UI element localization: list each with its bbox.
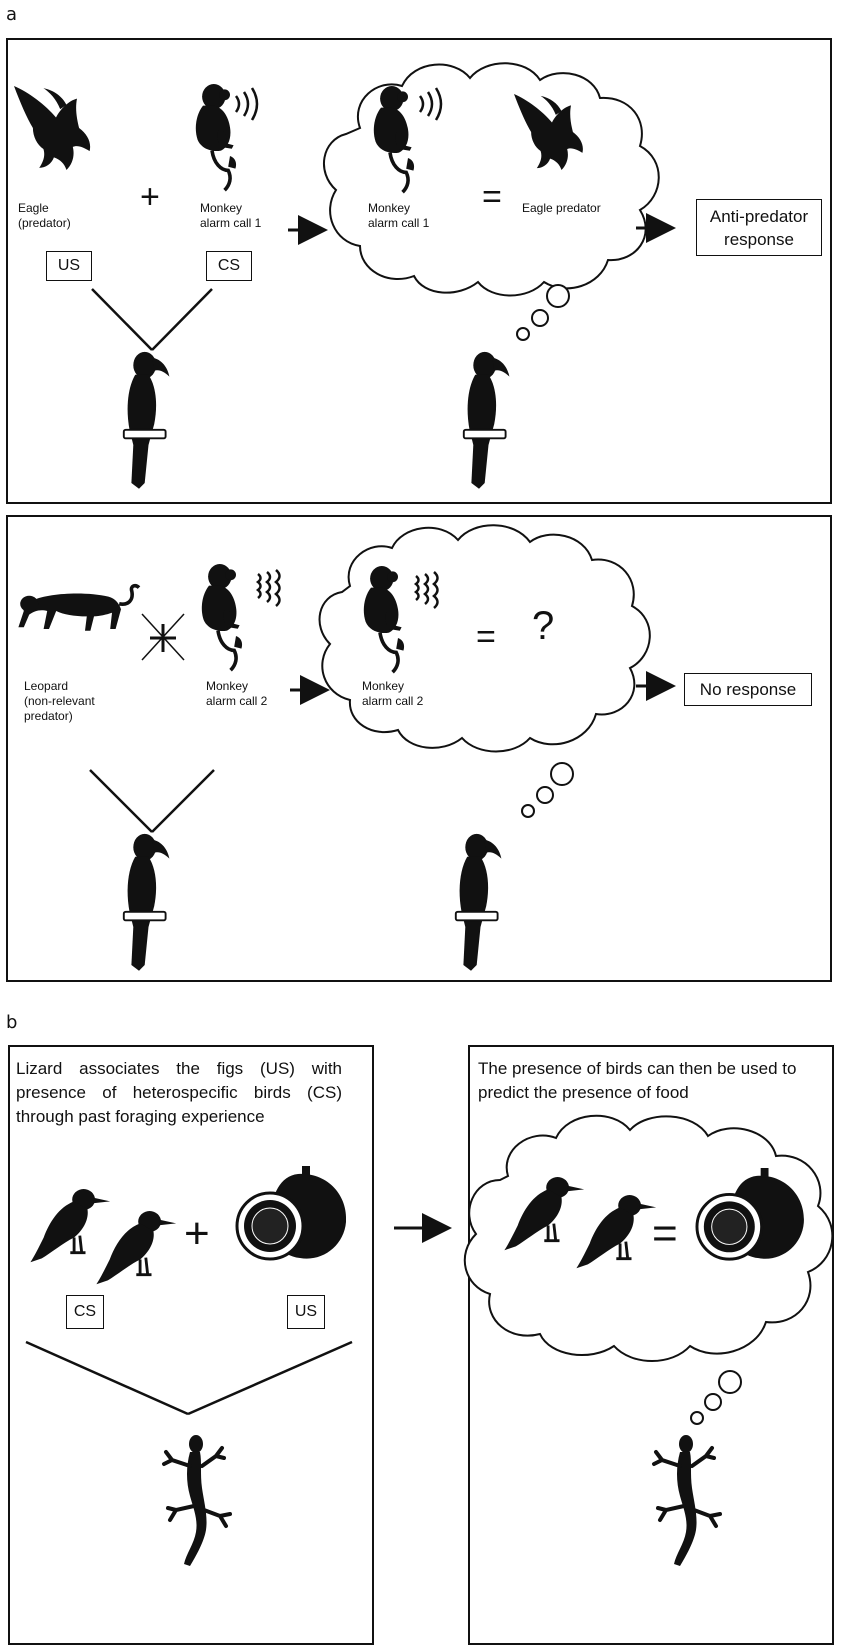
- cs-tag: CS: [66, 1295, 104, 1329]
- thought-bubble-dot: [521, 804, 535, 818]
- right-description: The presence of birds can then be used t…: [478, 1059, 797, 1102]
- leopard-icon: [16, 583, 141, 633]
- monkey-icon: [200, 562, 244, 673]
- equals-sign: =: [476, 618, 496, 656]
- plus-sign: +: [184, 1209, 210, 1258]
- question-mark: ?: [532, 604, 555, 648]
- thought-bubble-dot: [718, 1370, 742, 1394]
- hornbill-icon: [454, 832, 503, 972]
- thought-bubble-dot: [690, 1411, 704, 1425]
- bird-icon: [28, 1187, 112, 1264]
- bird-icon: [94, 1209, 178, 1286]
- cs-tag: CS: [206, 251, 252, 281]
- left-description: Lizard associates the figs (US) with pre…: [16, 1059, 342, 1126]
- sound-waves-icon: [234, 86, 259, 122]
- sound-waves-icon: [256, 568, 281, 608]
- plus-sign: +: [140, 178, 160, 216]
- equals-sign: =: [652, 1209, 678, 1258]
- connector-line-left: [89, 769, 153, 833]
- no-response-box: No response: [684, 673, 812, 706]
- connector-line-right: [187, 1340, 353, 1416]
- us-tag: US: [46, 251, 92, 281]
- monkey-label: Monkey alarm call 2: [206, 679, 268, 708]
- hornbill-icon: [122, 350, 171, 490]
- thought-eagle-label: Eagle predator: [522, 201, 601, 215]
- leopard-label: Leopard (non-relevant predator): [24, 679, 95, 723]
- eagle-icon: [14, 86, 91, 170]
- eagle-label: Eagle (predator): [18, 201, 71, 230]
- thought-cloud: [318, 524, 651, 753]
- panel-b-left-frame: [8, 1045, 374, 1645]
- thought-bubble-dot: [531, 309, 549, 327]
- panel-a-letter: a: [6, 4, 18, 25]
- thought-cloud: [322, 62, 660, 297]
- panel-b-letter: b: [6, 1012, 18, 1033]
- thought-bubble-dot: [704, 1393, 722, 1411]
- anti-predator-response-box: Anti-predator response: [696, 199, 822, 256]
- connector-line-left: [25, 1340, 189, 1416]
- connector-line-left: [91, 288, 153, 351]
- thought-bubble-dot: [536, 786, 554, 804]
- thought-bubble-dot: [550, 762, 574, 786]
- fig-icon: [235, 1164, 348, 1261]
- connector-line-right: [151, 288, 213, 351]
- lizard-icon: [162, 1433, 232, 1568]
- hornbill-icon: [122, 832, 171, 972]
- thought-bubble-dot: [546, 284, 570, 308]
- us-tag: US: [287, 1295, 325, 1329]
- thought-monkey-label: Monkey alarm call 1: [368, 201, 430, 230]
- thought-monkey-label: Monkey alarm call 2: [362, 679, 424, 708]
- connector-line-right: [151, 769, 215, 833]
- lizard-icon: [652, 1433, 722, 1568]
- thought-cloud: [463, 1114, 834, 1362]
- monkey-label: Monkey alarm call 1: [200, 201, 262, 230]
- monkey-icon: [194, 82, 238, 192]
- thought-bubble-dot: [516, 327, 530, 341]
- equals-sign: =: [482, 178, 502, 216]
- hornbill-icon: [462, 350, 511, 490]
